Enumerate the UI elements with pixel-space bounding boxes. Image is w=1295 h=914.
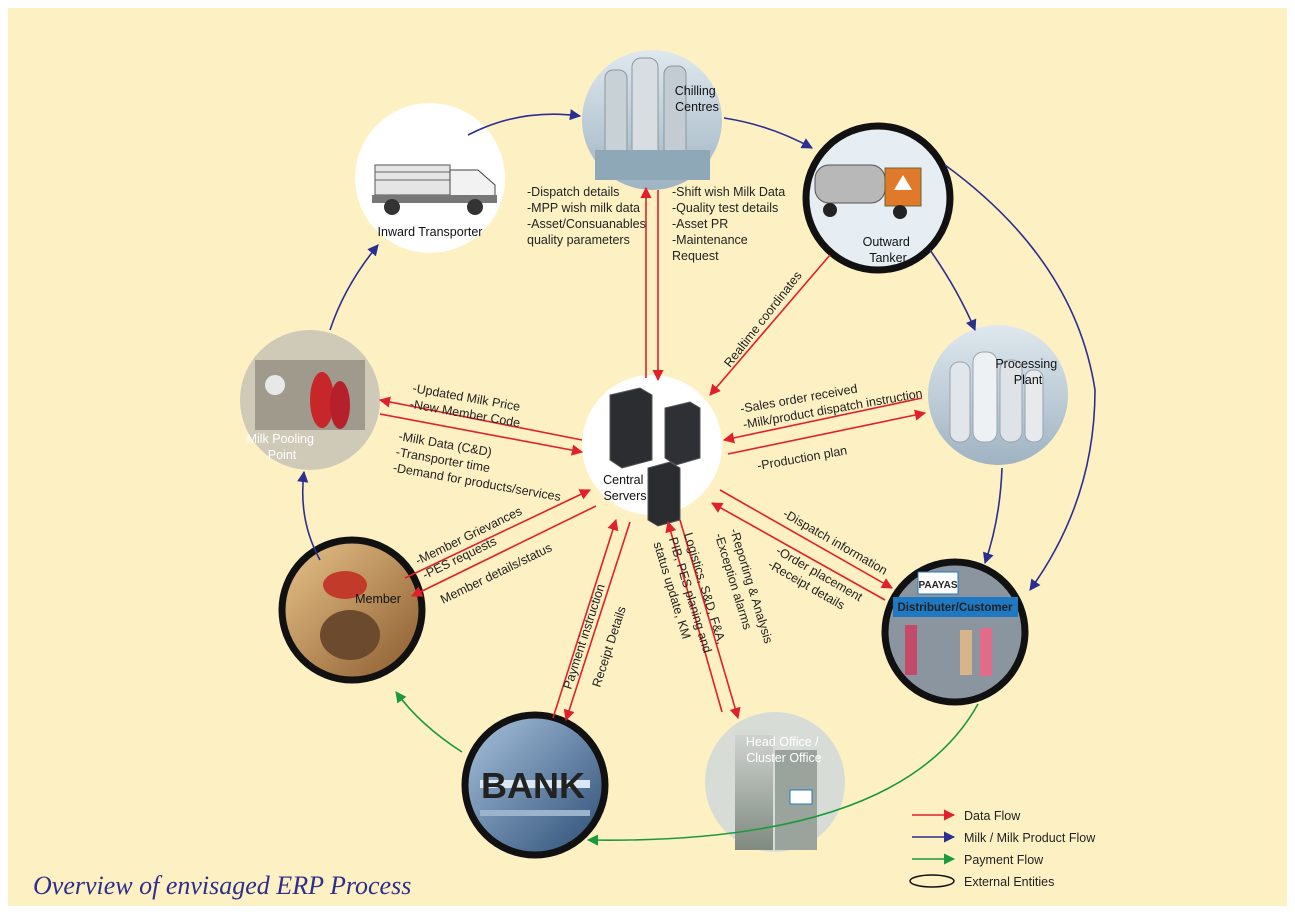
data-flow-mpp-to-servers bbox=[379, 413, 584, 456]
payment-flow-distributor-to-bank bbox=[586, 703, 979, 846]
data-flow-servers-to-bank bbox=[563, 521, 631, 722]
milk-flow-member-to-mpp bbox=[297, 470, 321, 561]
head-office-label: Head Office / Cluster Office bbox=[746, 735, 822, 765]
member-label: Member bbox=[355, 592, 401, 606]
milk-pooling-point-label: Milk Pooling Point bbox=[247, 432, 318, 462]
central-servers-label: Central Servers bbox=[603, 473, 647, 503]
legend-milk-flow-label: Milk / Milk Product Flow bbox=[964, 831, 1096, 845]
legend-external-entities-label: External Entities bbox=[964, 875, 1054, 889]
data-flow-servers-to-distributor bbox=[719, 489, 893, 589]
payment-flow-bank-to-member bbox=[395, 691, 463, 753]
inward-transporter-node: Inward Transporter bbox=[355, 103, 505, 253]
diagram-title: Overview of envisaged ERP Process bbox=[33, 871, 411, 900]
data-flow-arrows bbox=[378, 186, 927, 722]
central-servers-node: Central Servers bbox=[582, 375, 722, 527]
inward-transporter-label: Inward Transporter bbox=[378, 225, 483, 239]
data-flow-servers-to-processing bbox=[727, 409, 927, 455]
milk-flow-chilling-to-tanker bbox=[723, 117, 813, 149]
processing-plant-node: Processing Plant bbox=[928, 325, 1068, 465]
milk-flow-arrows bbox=[297, 109, 1096, 591]
label-inward-chilling: -Dispatch details -MPP wish milk data -A… bbox=[527, 185, 649, 247]
outward-tanker-label: Outward Tanker bbox=[863, 235, 914, 265]
legend-data-flow-label: Data Flow bbox=[964, 809, 1021, 823]
milk-flow-tanker-to-processing bbox=[929, 249, 977, 332]
processing-plant-label: Processing Plant bbox=[995, 357, 1060, 387]
label-chilling-servers: -Shift wish Milk Data -Quality test deta… bbox=[672, 185, 789, 263]
chilling-label: Chilling Centres bbox=[675, 84, 719, 114]
data-flow-processing-to-servers bbox=[722, 397, 923, 444]
legend-external-entities-swatch bbox=[909, 874, 955, 888]
paayas-logo: PAAYAS bbox=[918, 580, 957, 591]
data-flow-member-to-servers bbox=[404, 489, 592, 579]
head-office-node: Head Office / Cluster Office bbox=[705, 712, 845, 852]
data-flow-servers-to-mpp bbox=[378, 396, 583, 441]
data-flow-distributor-to-servers bbox=[711, 502, 886, 601]
member-node: Member bbox=[278, 536, 426, 684]
data-flow-bank-to-servers bbox=[552, 518, 619, 719]
outward-tanker-node: Outward Tanker bbox=[802, 122, 954, 274]
distributor-customer-node: PAAYAS Distributer/Customer bbox=[881, 558, 1029, 706]
milk-flow-processing-to-distributor bbox=[983, 467, 1003, 565]
data-flow-tanker-to-servers bbox=[709, 254, 831, 396]
bank-label: BANK bbox=[481, 765, 585, 806]
legend-payment-flow-label: Payment Flow bbox=[964, 853, 1044, 867]
legend: Data Flow Milk / Milk Product Flow Payme… bbox=[909, 809, 1096, 889]
distributor-label: Distributer/Customer bbox=[897, 602, 1013, 614]
milk-flow-tanker-to-distributor bbox=[944, 164, 1096, 591]
chilling-centres-node: Chilling Centres bbox=[582, 50, 722, 190]
milk-pooling-point-node: Milk Pooling Point bbox=[240, 330, 380, 470]
payment-flow-arrows bbox=[395, 691, 979, 846]
data-flow-servers-to-member bbox=[410, 505, 597, 597]
milk-flow-mpp-to-inward bbox=[329, 244, 379, 331]
data-flow-headoffice-to-servers bbox=[665, 520, 723, 713]
bank-node: BANK bbox=[461, 711, 609, 859]
milk-flow-inward-to-chilling bbox=[467, 109, 582, 136]
data-flow-servers-to-headoffice bbox=[679, 519, 741, 720]
